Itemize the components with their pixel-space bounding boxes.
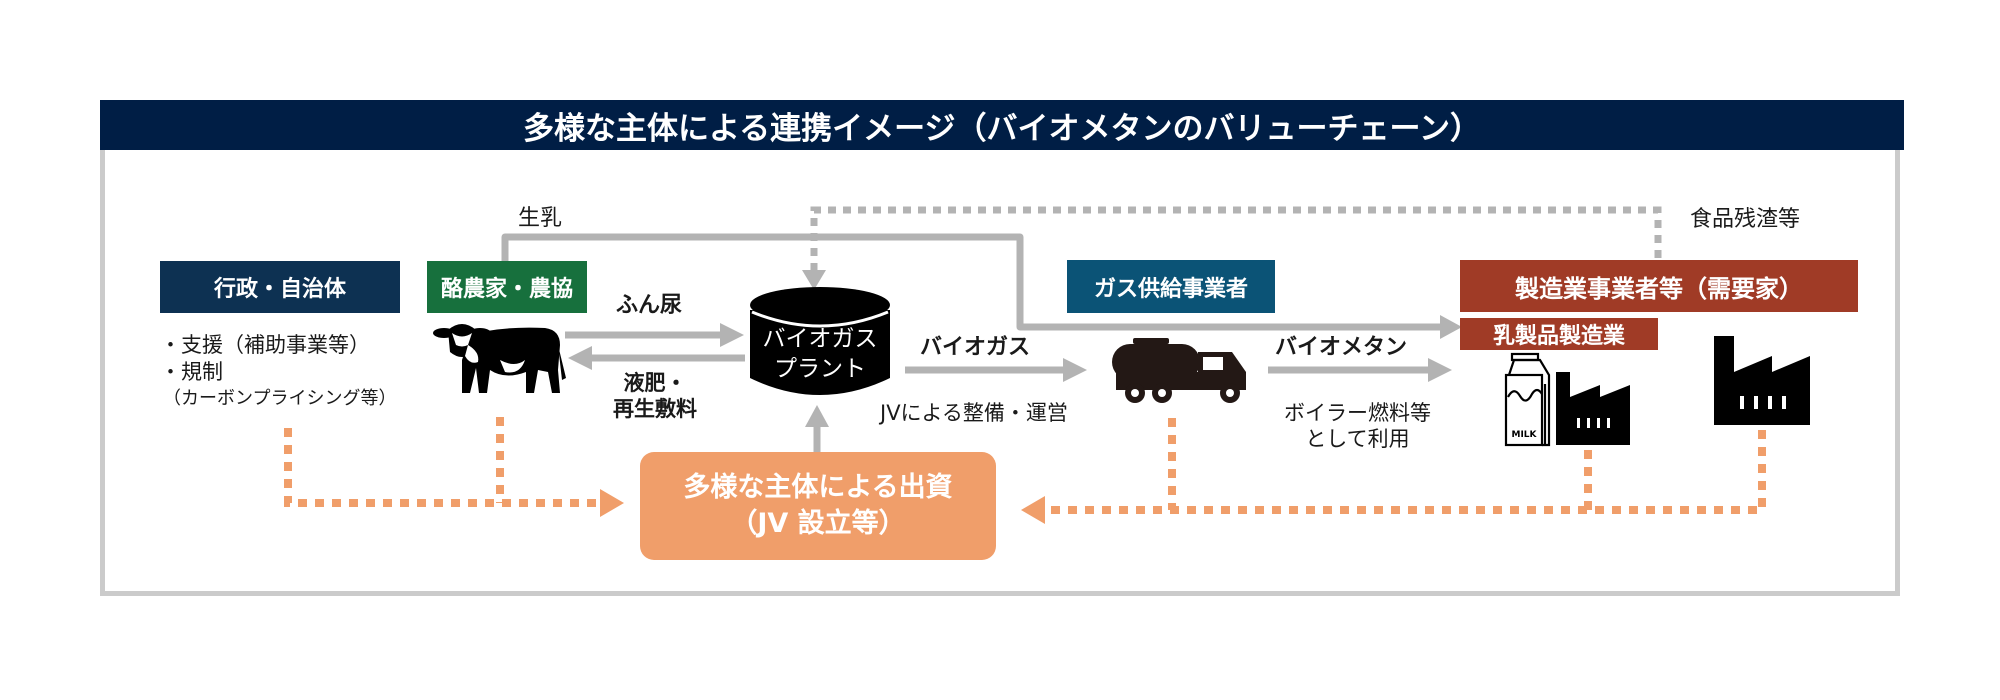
cow-icon <box>433 324 566 393</box>
dairy-manufacturer-label: 乳製品製造業 <box>1460 318 1658 350</box>
biogas-plant-label: バイオガス プラント <box>750 325 890 385</box>
food-residue-arrowhead <box>802 270 826 290</box>
factory-icon <box>1714 336 1810 425</box>
fertilizer-label-line2: 再生敷料 <box>613 397 697 422</box>
milk-carton-icon <box>1504 352 1551 447</box>
milk-carton-label: MILK <box>1511 430 1537 440</box>
gas-supplier-label: ガス供給事業者 <box>1067 260 1275 313</box>
fertilizer-label: 液肥・ 再生敷料 <box>600 370 710 423</box>
raw-milk-label: 生乳 <box>518 206 563 231</box>
right-investment-arrowhead <box>1021 496 1045 524</box>
fertilizer-arrowhead <box>568 346 592 370</box>
government-label: 行政・自治体 <box>160 261 400 313</box>
usage-label-line2: として利用 <box>1305 427 1410 452</box>
investment-box: 多様な主体による出資 （JV 設立等） <box>640 452 996 560</box>
tanker-truck-icon <box>1112 338 1246 403</box>
investment-label-line2: （JV 設立等） <box>730 508 906 539</box>
usage-label: ボイラー燃料等 として利用 <box>1265 400 1450 453</box>
biogas-tank-icon <box>750 287 890 395</box>
manure-arrowhead <box>720 323 744 347</box>
biomethane-arrowhead <box>1428 358 1452 382</box>
diagram-frame <box>100 100 1900 596</box>
government-note-carbon-pricing: （カーボンプライシング等） <box>163 388 397 409</box>
biogas-arrowhead <box>1063 358 1087 382</box>
government-note-regulation: ・規制 <box>160 360 223 384</box>
food-residue-flow <box>810 206 1662 272</box>
manufacturer-label: 製造業事業者等（需要家） <box>1460 260 1858 312</box>
manure-label: ふん尿 <box>616 293 683 318</box>
factory-icon <box>1556 372 1630 445</box>
diagram-title: 多様な主体による連携イメージ（バイオメタンのバリューチェーン） <box>100 100 1904 150</box>
raw-milk-flow <box>501 233 1440 331</box>
left-investment-arrowhead <box>600 489 624 517</box>
farmer-label: 酪農家・農協 <box>427 261 587 313</box>
raw-milk-arrowhead <box>1440 315 1462 339</box>
government-note-support: ・支援（補助事業等） <box>160 333 370 357</box>
jv-operation-label: JVによる整備・運営 <box>880 401 1068 425</box>
food-residue-label: 食品残渣等 <box>1690 207 1801 232</box>
biogas-plant-label-line1: バイオガス <box>762 326 878 352</box>
gov-investment-flow <box>284 428 600 507</box>
usage-label-line1: ボイラー燃料等 <box>1284 401 1431 425</box>
investment-label-line1: 多様な主体による出資 <box>683 471 953 503</box>
biogas-plant-label-line2: プラント <box>774 355 866 382</box>
investment-arrowhead <box>805 405 829 427</box>
biomethane-label: バイオメタン <box>1275 335 1408 360</box>
biogas-label: バイオガス <box>920 335 1031 360</box>
fertilizer-label-line1: 液肥・ <box>623 371 687 395</box>
